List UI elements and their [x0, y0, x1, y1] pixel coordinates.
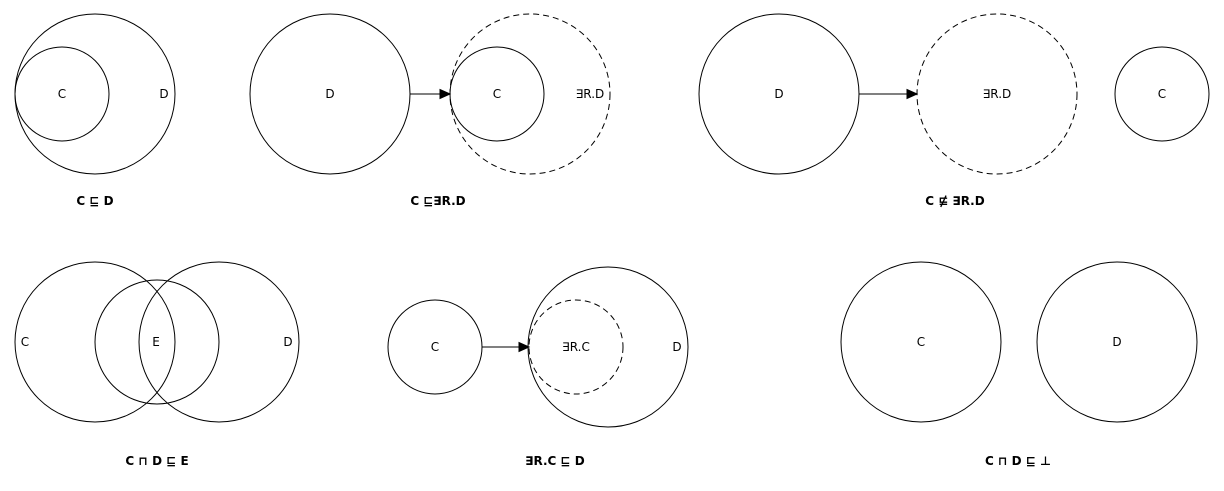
caption-non-subsumption: C ⋢ ∃R.D [925, 194, 984, 208]
circle-c [1114, 46, 1210, 142]
label-c: C [58, 87, 66, 101]
caption-existential-in-d: ∃R.C ⊑ D [525, 454, 584, 468]
diagram-existential-in-d: C ∃R.C D ∃R.C ⊑ D [387, 266, 689, 468]
label-c: C [493, 87, 501, 101]
label-c: C [917, 335, 925, 349]
label-e: E [152, 335, 160, 349]
diagram-subsumption: C D C ⊑ D [14, 13, 176, 208]
label-c: C [431, 340, 439, 354]
caption-disjoint: C ⊓ D ⊑ ⊥ [985, 454, 1051, 468]
caption-intersection-subsumption: C ⊓ D ⊑ E [125, 454, 188, 468]
label-d: D [1112, 335, 1121, 349]
diagram-non-subsumption: D ∃R.D C C ⋢ ∃R.D [698, 13, 1210, 208]
label-d: D [159, 87, 168, 101]
diagram-existential-subsumption: D C ∃R.D C ⊑∃R.D [249, 13, 611, 208]
circle-exists-r-c [528, 299, 624, 395]
label-d: D [672, 340, 681, 354]
label-c: C [21, 335, 29, 349]
circle-c [14, 46, 110, 142]
label-d: D [774, 87, 783, 101]
label-c: C [1158, 87, 1166, 101]
arrow-head-icon [439, 88, 452, 100]
circle-e [94, 279, 220, 405]
label-d: D [283, 335, 292, 349]
circle-c [14, 261, 176, 423]
circle-d [527, 266, 689, 428]
circle-d [138, 261, 300, 423]
caption-subsumption: C ⊑ D [76, 194, 113, 208]
label-exists-r-d: ∃R.D [983, 87, 1012, 101]
caption-existential-subsumption: C ⊑∃R.D [410, 194, 465, 208]
label-d: D [325, 87, 334, 101]
label-exists-r-d: ∃R.D [576, 87, 605, 101]
circle-d [14, 13, 176, 175]
circle-c [840, 261, 1002, 423]
arrow-head-icon [518, 341, 531, 353]
label-exists-r-c: ∃R.C [562, 340, 590, 354]
diagram-disjoint: C D C ⊓ D ⊑ ⊥ [840, 261, 1198, 468]
arrow-head-icon [906, 88, 919, 100]
diagram-intersection-subsumption: C E D C ⊓ D ⊑ E [14, 261, 300, 468]
circle-d [1036, 261, 1198, 423]
